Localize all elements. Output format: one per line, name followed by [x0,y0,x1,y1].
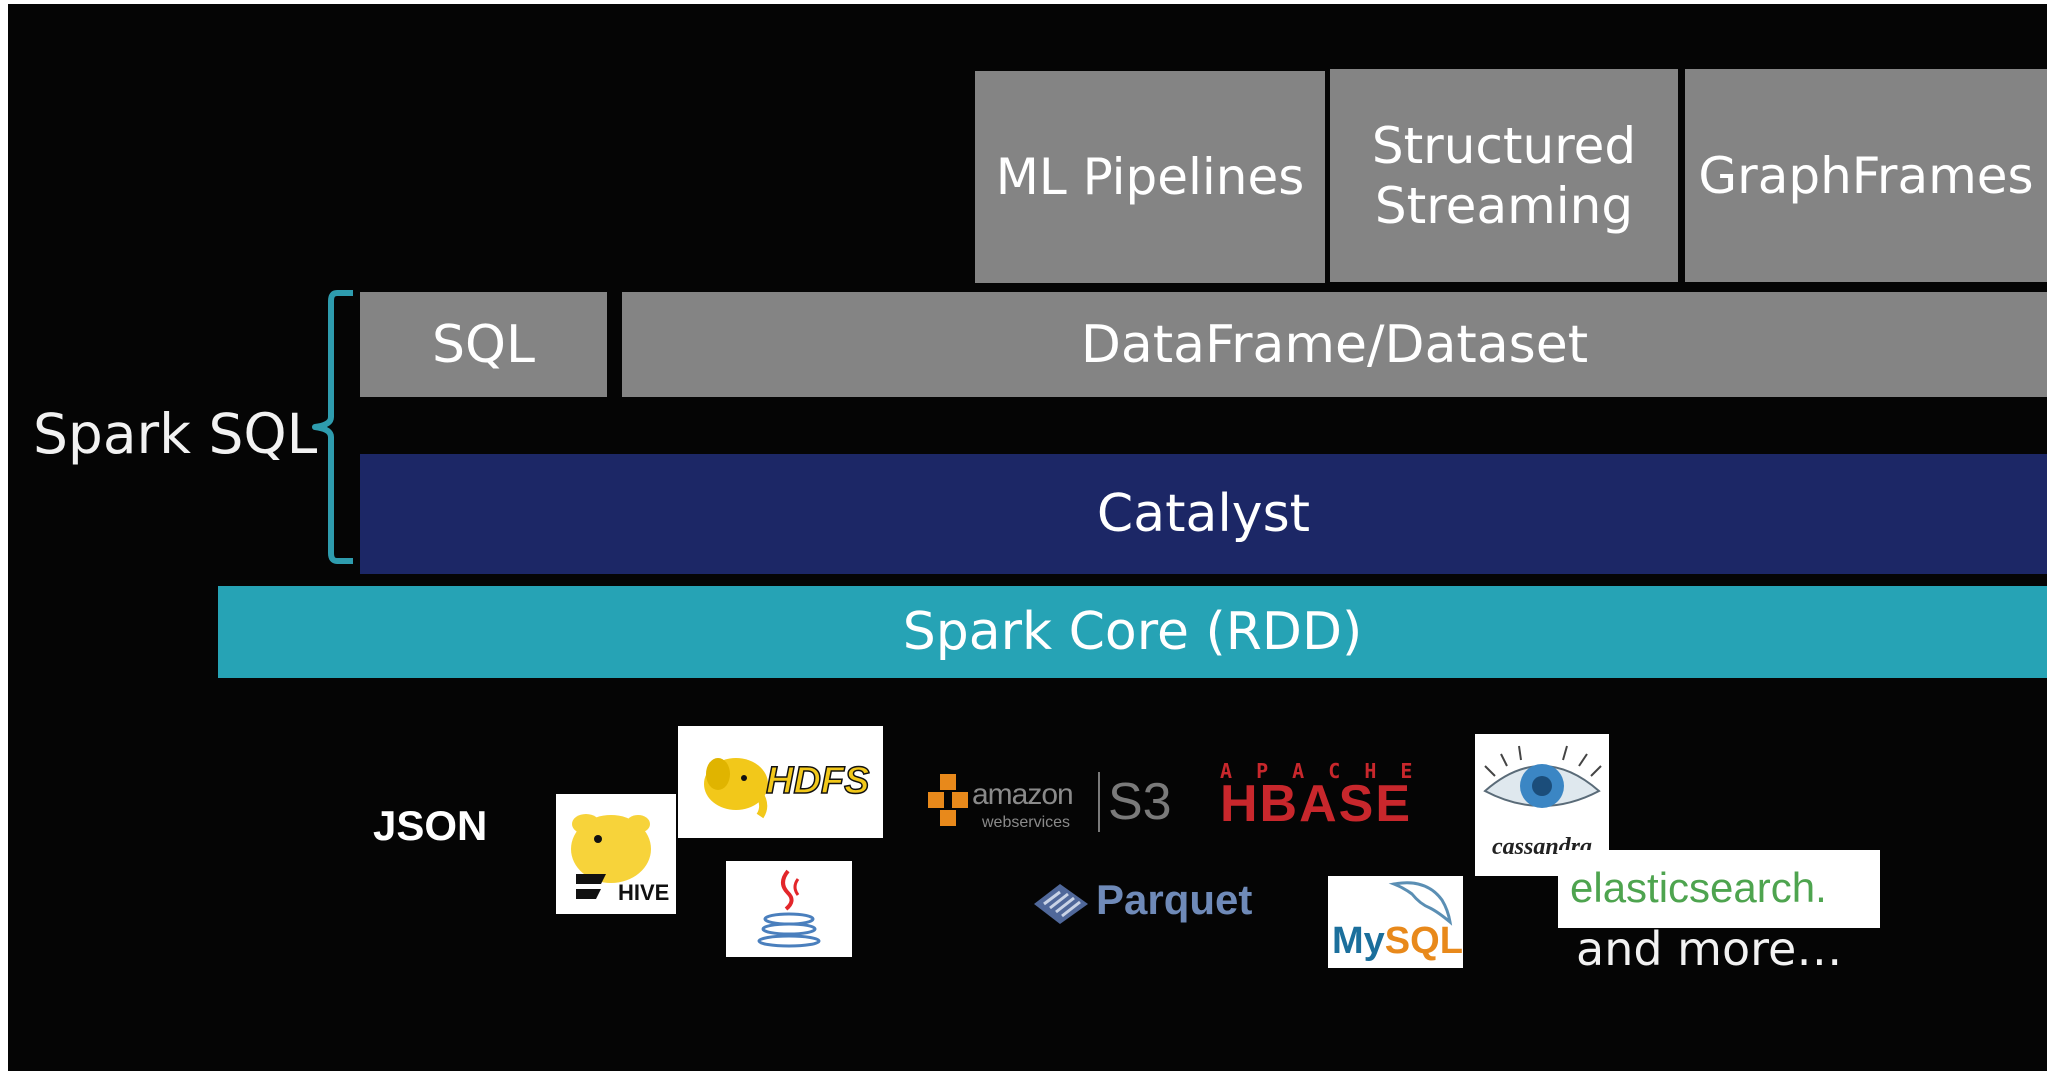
hdfs-logo: HDFS [678,726,883,838]
json-label: JSON [373,802,488,849]
catalyst-label: Catalyst [1096,484,1311,544]
java-coffee-cup-icon [757,869,821,948]
mysql-sql-text: SQL [1384,920,1463,962]
cassandra-eye-icon [1483,745,1602,808]
parquet-label: Parquet [1096,876,1253,923]
spark-core-box: Spark Core (RDD) [218,586,2047,678]
hbase-logo: A P A C H E HBASE [1220,759,1456,831]
dataframe-dataset-label: DataFrame/Dataset [1080,314,1589,375]
parquet-icon [1034,884,1088,924]
catalyst-box: Catalyst [360,454,2047,574]
amazon-s3-logo: amazon webservices S3 [926,772,1176,842]
ml-pipelines-box: ML Pipelines [975,71,1325,283]
mysql-logo: MySQL [1328,876,1463,968]
dataframe-dataset-box: DataFrame/Dataset [622,292,2047,397]
webservices-label: webservices [982,814,1071,831]
elasticsearch-label: elasticsearch. [1570,864,1827,911]
hive-logo: HIVE [556,794,676,914]
elasticsearch-logo: elasticsearch. [1558,850,1880,928]
and-more-label: and more… [1576,922,1843,976]
spark-core-label: Spark Core (RDD) [902,602,1363,662]
ml-pipelines-label: ML Pipelines [995,148,1305,206]
sql-box: SQL [360,292,607,397]
s3-label: S3 [1098,772,1172,832]
aws-cubes-icon [928,774,968,826]
mysql-dolphin-icon [1388,881,1453,926]
java-logo [726,861,852,957]
spark-sql-brace-icon [312,290,353,564]
hdfs-label: HDFS [765,759,870,803]
graphframes-box: GraphFrames [1685,69,2047,282]
graphframes-label: GraphFrames [1698,146,2034,205]
hive-bee-icon [571,814,651,899]
spark-sql-label: Spark SQL [33,402,318,466]
apache-label: A P A C H E [1220,759,1419,783]
hive-label: HIVE [618,880,670,905]
sql-label: SQL [432,314,535,375]
cassandra-logo: cassandra [1475,734,1609,876]
structured-streaming-label: Structured Streaming [1371,116,1637,235]
parquet-logo: Parquet [1030,874,1270,932]
hadoop-elephant-icon [704,758,768,819]
hbase-label: HBASE [1220,775,1413,833]
mysql-label: MySQL [1332,920,1463,963]
mysql-my-text: My [1332,920,1385,962]
spark-architecture-diagram: ML Pipelines Structured Streaming GraphF… [8,4,2047,1071]
structured-streaming-box: Structured Streaming [1330,69,1678,282]
amazon-label: amazon [972,778,1074,811]
